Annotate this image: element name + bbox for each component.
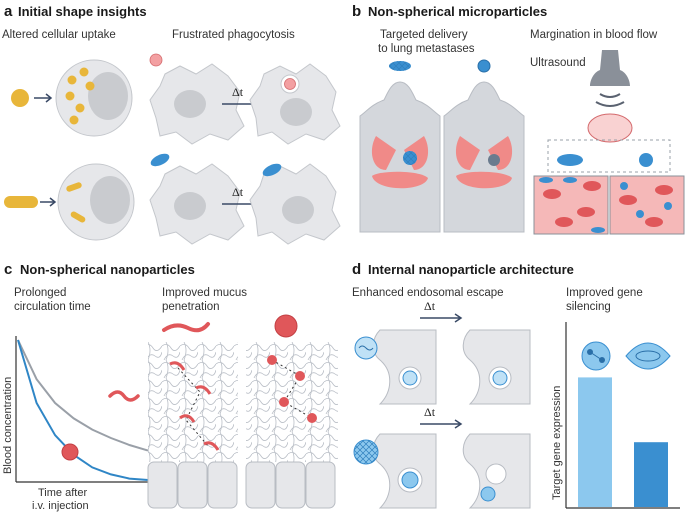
arrow-icon [40, 197, 57, 207]
label-targeted-delivery: Targeted delivery [380, 29, 468, 41]
nucleus [282, 196, 314, 224]
sphere-in-mucus [295, 371, 305, 381]
sphere-nanoparticle [61, 443, 79, 461]
epithelium-rods [147, 461, 238, 509]
panel-b: b Non-spherical microparticles Targeted … [352, 3, 685, 235]
epithelium-spheres [245, 461, 336, 509]
panel-c-letter: c [4, 261, 12, 278]
label-silencing: silencing [566, 301, 611, 313]
ultrasound-waves-icon [595, 93, 625, 107]
sphere-nanoparticle [274, 314, 298, 338]
nucleus [174, 90, 206, 118]
cell-membrane-1 [354, 329, 437, 405]
disc-texture [389, 61, 411, 71]
panel-a: a Initial shape insights Altered cellula… [2, 3, 341, 245]
bar-1 [578, 377, 612, 507]
chart-x-label-1: Time after [38, 487, 87, 499]
rod-in-mucus [169, 361, 186, 371]
macrophage-cell-spheres [55, 59, 133, 137]
zoom-box [547, 139, 671, 173]
panel-c-title: Non-spherical nanoparticles [20, 262, 195, 277]
yellow-rod-particle [4, 196, 38, 208]
series-line-1 [17, 339, 149, 452]
mouse-disc [359, 81, 441, 233]
blue-disc-particle [262, 163, 282, 177]
delta-t-label: Δt [424, 405, 436, 419]
mucus-mesh-spheres [246, 342, 338, 462]
arrow-icon [420, 313, 463, 323]
bar-chart [578, 377, 668, 507]
arrow-icon [420, 419, 463, 429]
arrow-icon [34, 93, 53, 103]
panel-d-letter: d [352, 261, 361, 278]
delta-t-label: Δt [424, 299, 436, 313]
engulfed-particle [284, 78, 296, 90]
bar-2 [634, 442, 668, 507]
brain-icon [587, 113, 633, 143]
sphere-in-mucus [279, 397, 289, 407]
ultrasound-probe-icon [590, 50, 630, 86]
vessel-disc [533, 175, 609, 235]
label-lung-metastases: to lung metastases [378, 43, 475, 55]
cell-membrane-2 [462, 329, 531, 405]
panel-d-title: Internal nanoparticle architecture [368, 262, 574, 277]
label-penetration: penetration [162, 301, 220, 313]
rod-in-mucus [179, 414, 196, 423]
cell-membrane-3 [353, 433, 437, 509]
rod-nanoparticle [108, 390, 140, 402]
diffusion-path [271, 359, 313, 419]
sphere-in-mucus [267, 355, 277, 365]
line-chart [17, 339, 149, 481]
label-endosomal-escape: Enhanced endosomal escape [352, 287, 504, 299]
mucus-mesh-rods [148, 342, 238, 462]
rod-nanoparticle [162, 322, 210, 333]
sphere-architecture-icon [581, 341, 611, 371]
series-line-2 [17, 339, 149, 481]
nucleus [280, 98, 312, 126]
delta-t-label: Δt [232, 185, 244, 199]
rod-in-mucus [195, 385, 212, 395]
sphere-in-mucus [307, 413, 317, 423]
lens-architecture-icon [625, 342, 671, 370]
label-circulation-time: circulation time [14, 301, 91, 313]
spherical-microparticle [639, 153, 653, 167]
disc-microparticle [557, 154, 583, 166]
bar-chart-y-label: Target gene expression [551, 386, 563, 500]
delta-t-label: Δt [232, 85, 244, 99]
nucleus [174, 192, 206, 220]
panel-c: c Non-spherical nanoparticles Prolonged … [2, 261, 338, 512]
rod-in-mucus [203, 441, 220, 451]
spherical-microparticle [477, 59, 491, 73]
diffusion-path [177, 367, 209, 447]
label-ultrasound: Ultrasound [530, 57, 586, 69]
label-improved-mucus: Improved mucus [162, 287, 247, 299]
label-frustrated-phagocytosis: Frustrated phagocytosis [172, 29, 295, 41]
chart-x-label-2: i.v. injection [32, 500, 89, 512]
panel-b-letter: b [352, 3, 361, 20]
label-prolonged: Prolonged [14, 287, 66, 299]
macrophage-cell-rods [57, 163, 135, 241]
panel-a-title: Initial shape insights [18, 4, 147, 19]
small-red-particle [149, 53, 163, 67]
vessel-sphere [609, 175, 685, 235]
yellow-sphere-particle [11, 89, 29, 107]
panel-d: d Internal nanoparticle architecture Enh… [352, 261, 680, 509]
label-margination: Margination in blood flow [530, 29, 658, 41]
cell-membrane-4 [462, 433, 531, 509]
panel-a-letter: a [4, 3, 13, 20]
chart-y-label: Blood concentration [2, 377, 14, 474]
mouse-sphere [443, 81, 525, 233]
blue-disc-particle [150, 153, 170, 167]
label-improved-gene: Improved gene [566, 287, 643, 299]
panel-b-title: Non-spherical microparticles [368, 4, 547, 19]
label-altered-uptake: Altered cellular uptake [2, 29, 116, 41]
